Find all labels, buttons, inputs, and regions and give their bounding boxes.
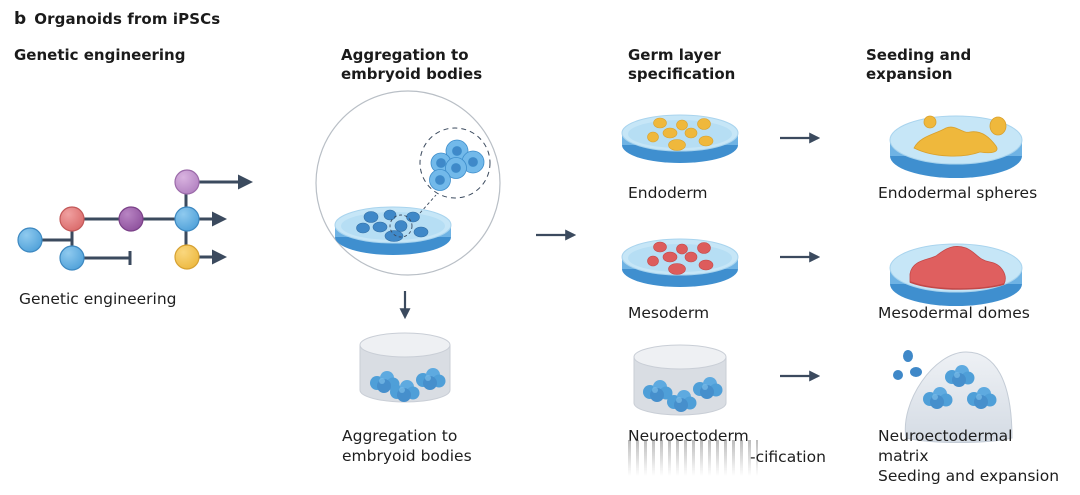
column-title-line: Aggregation to: [341, 46, 469, 64]
gene-node-blue: [59, 245, 85, 271]
panel-letter: b: [14, 9, 27, 29]
panel-title: b Organoids from iPSCs: [14, 9, 220, 29]
column-title-line: specification: [628, 65, 736, 83]
mesoderm-dish: [621, 238, 739, 288]
caption-neuroectodermal-matrix: Neuroectodermal matrix Seeding and expan…: [878, 426, 1059, 486]
neuroectodermal-matrix-dome: [893, 350, 1013, 443]
column-title-seeding: Seeding and expansion: [866, 46, 971, 84]
column-title-line: embryoid bodies: [341, 65, 483, 83]
caption-aggregation: Aggregation to embryoid bodies: [342, 426, 472, 466]
gene-node-lilac: [174, 169, 200, 195]
ipsc-colony: [429, 139, 485, 191]
gene-node-red: [59, 206, 85, 232]
caption-genetic-engineering: Genetic engineering: [19, 290, 177, 308]
column-title-line: expansion: [866, 65, 953, 83]
neuroectoderm-well: [633, 344, 727, 416]
render-artifact: [628, 440, 758, 476]
caption-endoderm: Endoderm: [628, 184, 708, 202]
caption-line: embryoid bodies: [342, 447, 472, 465]
caption-line: Aggregation to: [342, 427, 458, 445]
embryoid-bodies-well: [359, 332, 451, 403]
caption-line: Seeding and expansion: [878, 467, 1060, 485]
column-title-line: Genetic engineering: [14, 46, 186, 64]
caption-line: matrix: [878, 447, 929, 465]
zoom-inset-ring: [419, 127, 491, 199]
network-nodes: [17, 169, 200, 271]
column-title-genetic-engineering: Genetic engineering: [14, 46, 185, 65]
caption-overlap-fragment: -cification: [750, 448, 826, 466]
column-title-line: Germ layer: [628, 46, 721, 64]
endoderm-dish: [621, 114, 739, 164]
column-title-germ-layer: Germ layer specification: [628, 46, 735, 84]
gene-node-purple: [118, 206, 144, 232]
endodermal-spheres-dish: [889, 115, 1023, 178]
embryoid-magnifier: [315, 90, 501, 276]
caption-mesodermal-domes: Mesodermal domes: [878, 304, 1030, 322]
caption-line: Neuroectodermal: [878, 427, 1013, 445]
column-title-aggregation: Aggregation to embryoid bodies: [341, 46, 482, 84]
caption-mesoderm: Mesoderm: [628, 304, 710, 322]
gene-node-blue: [17, 227, 43, 253]
caption-endodermal-spheres: Endodermal spheres: [878, 184, 1038, 202]
gene-node-yellow: [174, 244, 200, 270]
gene-node-blue: [174, 206, 200, 232]
column-title-line: Seeding and: [866, 46, 972, 64]
mesodermal-domes-dish: [889, 243, 1023, 306]
petri-dish-ipsc: [334, 206, 452, 256]
panel-title-text: Organoids from iPSCs: [34, 10, 221, 28]
